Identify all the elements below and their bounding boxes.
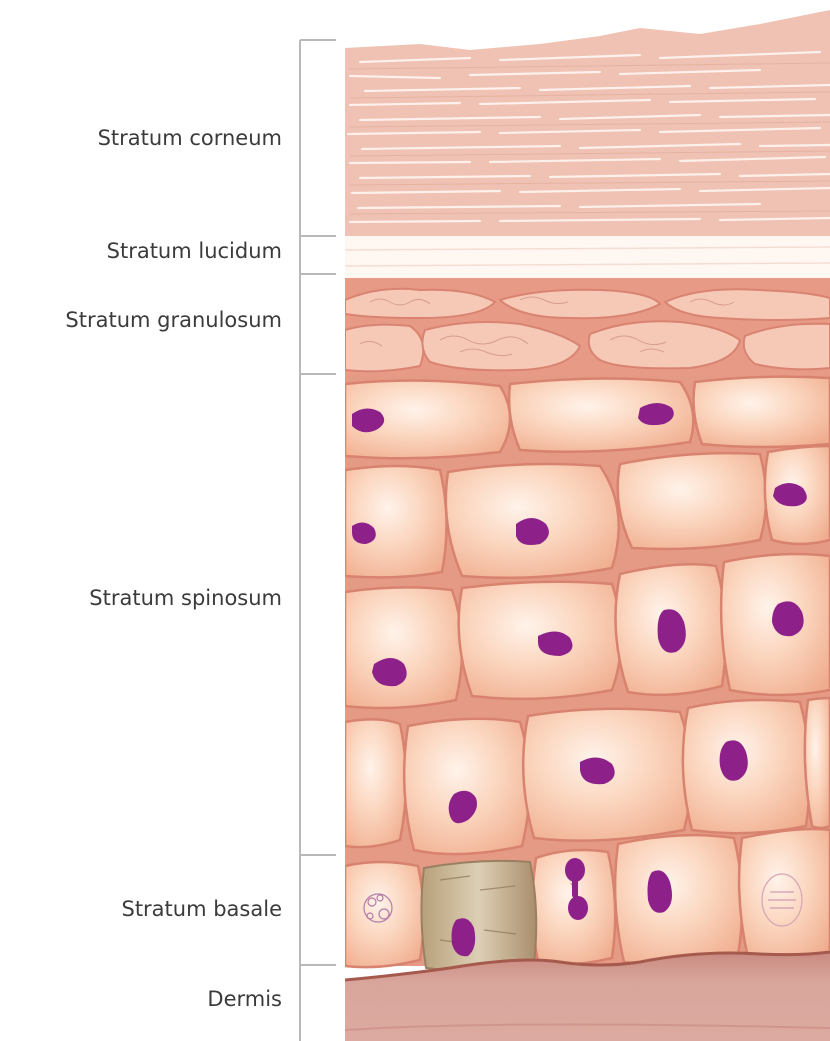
melanocyte [421,861,536,970]
stratum-lucidum-layer [345,236,830,280]
label-stratum-granulosum: Stratum granulosum [0,307,282,333]
label-stratum-corneum: Stratum corneum [0,125,282,151]
layer-bracket [300,40,336,1041]
stratum-granulosum-layer [345,278,830,378]
stratum-corneum-layer [345,0,830,238]
label-stratum-spinosum: Stratum spinosum [0,585,282,611]
label-dermis: Dermis [0,986,282,1012]
label-stratum-lucidum: Stratum lucidum [0,238,282,264]
tissue [345,0,830,1041]
label-stratum-basale: Stratum basale [0,896,282,922]
